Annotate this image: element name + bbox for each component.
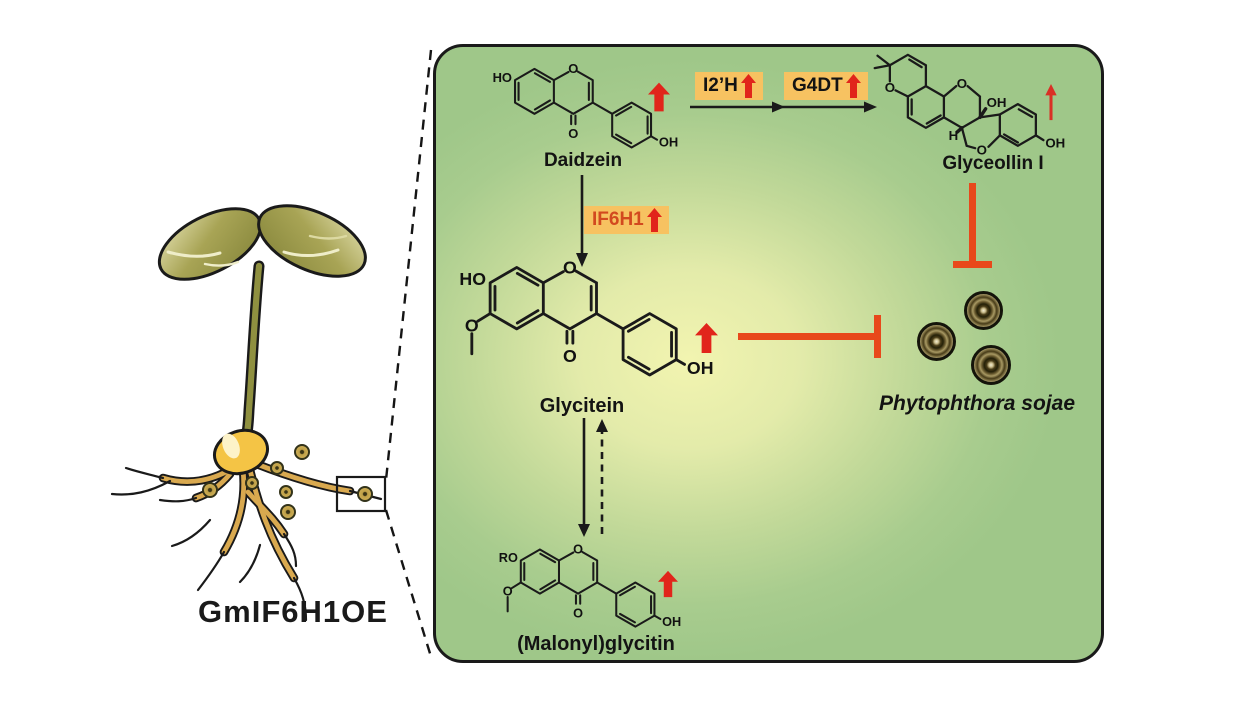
cotyledons (157, 204, 367, 281)
atom-label: O (503, 583, 513, 598)
atom-label: OH (1045, 136, 1065, 151)
daidzein-structure: HO O O OH (493, 61, 678, 150)
glycitein-up-arrow-icon (695, 322, 718, 354)
magnifier-box (335, 475, 387, 513)
if6h1-arrow-icon (576, 175, 588, 267)
atom-label: O (977, 142, 987, 157)
leaf-highlight (282, 248, 340, 257)
glycitein-label: Glycitein (539, 395, 625, 417)
glycitein-inhibition-bar (738, 333, 874, 340)
leaf-highlight (308, 234, 348, 240)
atom-label: O (465, 315, 479, 335)
pathogen-label: Phytophthora sojae (878, 392, 1076, 415)
enzyme-label-g4dt: G4DT (792, 75, 843, 96)
pathogen-spore (964, 291, 1003, 330)
malonylglycitin-up-arrow-icon (658, 570, 678, 598)
atom-label: OH (662, 614, 681, 629)
enzyme-box-if6h1: IF6H1 (584, 206, 669, 234)
leaf-highlight (203, 260, 240, 267)
pathway-panel: HO O O OH Daidzein I2’H G4DT (433, 44, 1104, 663)
glyceollin-structure: O O OH H O OH (873, 53, 1065, 157)
up-arrow-icon (845, 74, 861, 98)
atom-label: RO (499, 550, 518, 565)
glyceollin-inhibition-cap (953, 261, 992, 268)
daidzein-label: Daidzein (543, 150, 623, 171)
pathogen-spore (971, 345, 1011, 385)
malonylglycitin-label: (Malonyl)glycitin (517, 633, 675, 655)
atom-label: H (949, 128, 959, 143)
atom-label: O (885, 80, 895, 95)
atom-label: O (563, 346, 577, 366)
glyceollin-up-arrow-icon (1045, 84, 1057, 121)
atom-label: O (573, 605, 583, 620)
atom-label: O (568, 126, 578, 141)
atom-label: OH (987, 95, 1007, 110)
glycitein-structure: HO O O O OH (460, 257, 714, 378)
up-arrow-icon (740, 74, 756, 98)
callout-dashed-line-bottom (384, 509, 434, 661)
glycitein-inhibition-cap (874, 315, 881, 358)
atom-label: HO (460, 269, 486, 289)
stem (235, 260, 265, 458)
atom-label: O (957, 76, 967, 91)
atom-label: OH (687, 358, 714, 378)
enzyme-box-g4dt: G4DT (784, 72, 868, 100)
cotyledon-right (257, 204, 367, 278)
atom-label: OH (659, 135, 678, 150)
interconversion-arrows-icon (578, 418, 608, 537)
seed-highlight (222, 433, 240, 459)
enzyme-label-i2h: I2’H (703, 75, 738, 96)
root-spores (202, 444, 373, 520)
leaf-highlight (166, 250, 222, 258)
atom-label: O (573, 542, 583, 557)
glyceollin-label: Glyceollin I (942, 153, 1044, 174)
seed (213, 428, 269, 476)
enzyme-label-if6h1: IF6H1 (592, 209, 644, 230)
up-arrow-icon (646, 208, 662, 232)
construct-label: GmIF6H1OE (198, 594, 388, 629)
daidzein-up-arrow-icon (648, 82, 670, 112)
malonylglycitin-structure: RO O O O OH (499, 542, 681, 629)
glyceollin-inhibition-bar (969, 183, 976, 262)
pathogen-spore (917, 322, 956, 361)
pathway-arrow-icon (690, 101, 877, 113)
cotyledon-left (157, 207, 263, 281)
atom-label: HO (493, 70, 512, 85)
atom-label: O (568, 61, 578, 76)
atom-label: O (563, 257, 577, 277)
callout-dashed-line-top (384, 49, 433, 481)
enzyme-box-i2h: I2’H (695, 72, 763, 100)
